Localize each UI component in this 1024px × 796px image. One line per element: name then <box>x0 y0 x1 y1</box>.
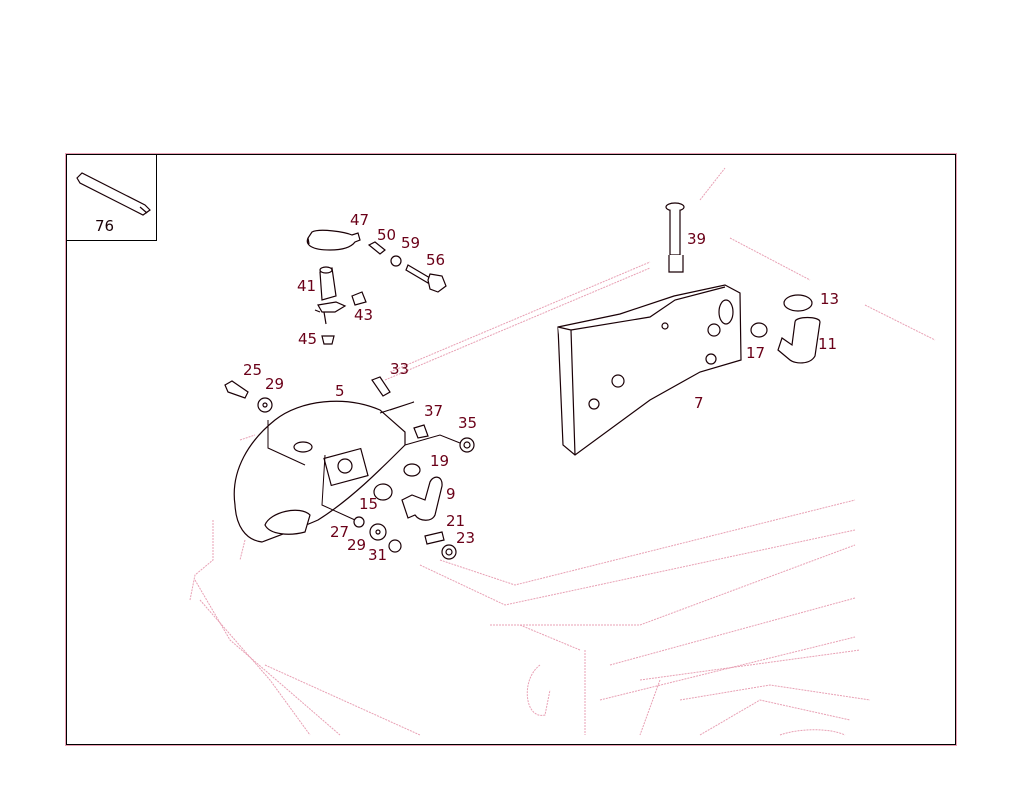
inset-box <box>66 154 157 241</box>
part-label-37[interactable]: 37 <box>424 402 444 420</box>
grommet-45-part <box>321 335 335 345</box>
vehicle-outline <box>189 167 936 736</box>
part-label-45[interactable]: 45 <box>298 330 318 348</box>
cap-13-part <box>783 294 813 312</box>
bolt-25-part <box>224 380 249 399</box>
part-label-39[interactable]: 39 <box>687 230 707 248</box>
part-label-41[interactable]: 41 <box>297 277 317 295</box>
part-label-35[interactable]: 35 <box>458 414 478 432</box>
part-label-5[interactable]: 5 <box>335 382 345 400</box>
inset-part-label: 76 <box>95 217 115 235</box>
spacer-27-part <box>353 516 365 528</box>
nut-31-part <box>388 539 402 553</box>
part-label-47[interactable]: 47 <box>350 211 370 229</box>
sleeve-part <box>367 241 386 255</box>
washer-pump-part <box>314 266 347 325</box>
level-sensor-part <box>665 202 685 273</box>
elbow-9-part <box>401 476 443 521</box>
part-label-17[interactable]: 17 <box>746 344 766 362</box>
washer-reservoir-part <box>557 284 742 456</box>
grommet-15-part <box>373 483 393 501</box>
stud-37-part <box>413 424 429 439</box>
part-label-19[interactable]: 19 <box>430 452 450 470</box>
nut-19-part <box>403 463 421 477</box>
part-label-59[interactable]: 59 <box>401 234 421 252</box>
part-label-50[interactable]: 50 <box>377 226 397 244</box>
mounting-bracket-part <box>233 400 406 543</box>
screw-33-part <box>371 376 391 397</box>
part-label-7[interactable]: 7 <box>694 394 704 412</box>
diagram-frame <box>66 154 956 745</box>
part-label-56[interactable]: 56 <box>426 251 446 269</box>
seal-17-part <box>750 322 768 338</box>
part-label-11[interactable]: 11 <box>818 335 838 353</box>
bolt-56-part <box>405 264 447 293</box>
part-label-31[interactable]: 31 <box>368 546 388 564</box>
pump-clamp-part <box>306 229 361 251</box>
parts-linework <box>76 172 821 560</box>
plug-43-part <box>351 291 367 306</box>
part-label-23[interactable]: 23 <box>456 529 476 547</box>
trim-strip-part <box>76 172 151 216</box>
part-label-13[interactable]: 13 <box>820 290 840 308</box>
part-label-29[interactable]: 29 <box>347 536 367 554</box>
part-label-29[interactable]: 29 <box>265 375 285 393</box>
part-label-27[interactable]: 27 <box>330 523 350 541</box>
part-label-15[interactable]: 15 <box>359 495 379 513</box>
part-label-9[interactable]: 9 <box>446 485 456 503</box>
part-label-33[interactable]: 33 <box>390 360 410 378</box>
part-label-43[interactable]: 43 <box>354 306 374 324</box>
elbow-11-part <box>777 316 821 364</box>
leader-lines <box>267 401 461 521</box>
clip-21-part <box>424 531 445 545</box>
part-label-25[interactable]: 25 <box>243 361 263 379</box>
lock-washer-part <box>390 255 402 267</box>
part-label-21[interactable]: 21 <box>446 512 466 530</box>
